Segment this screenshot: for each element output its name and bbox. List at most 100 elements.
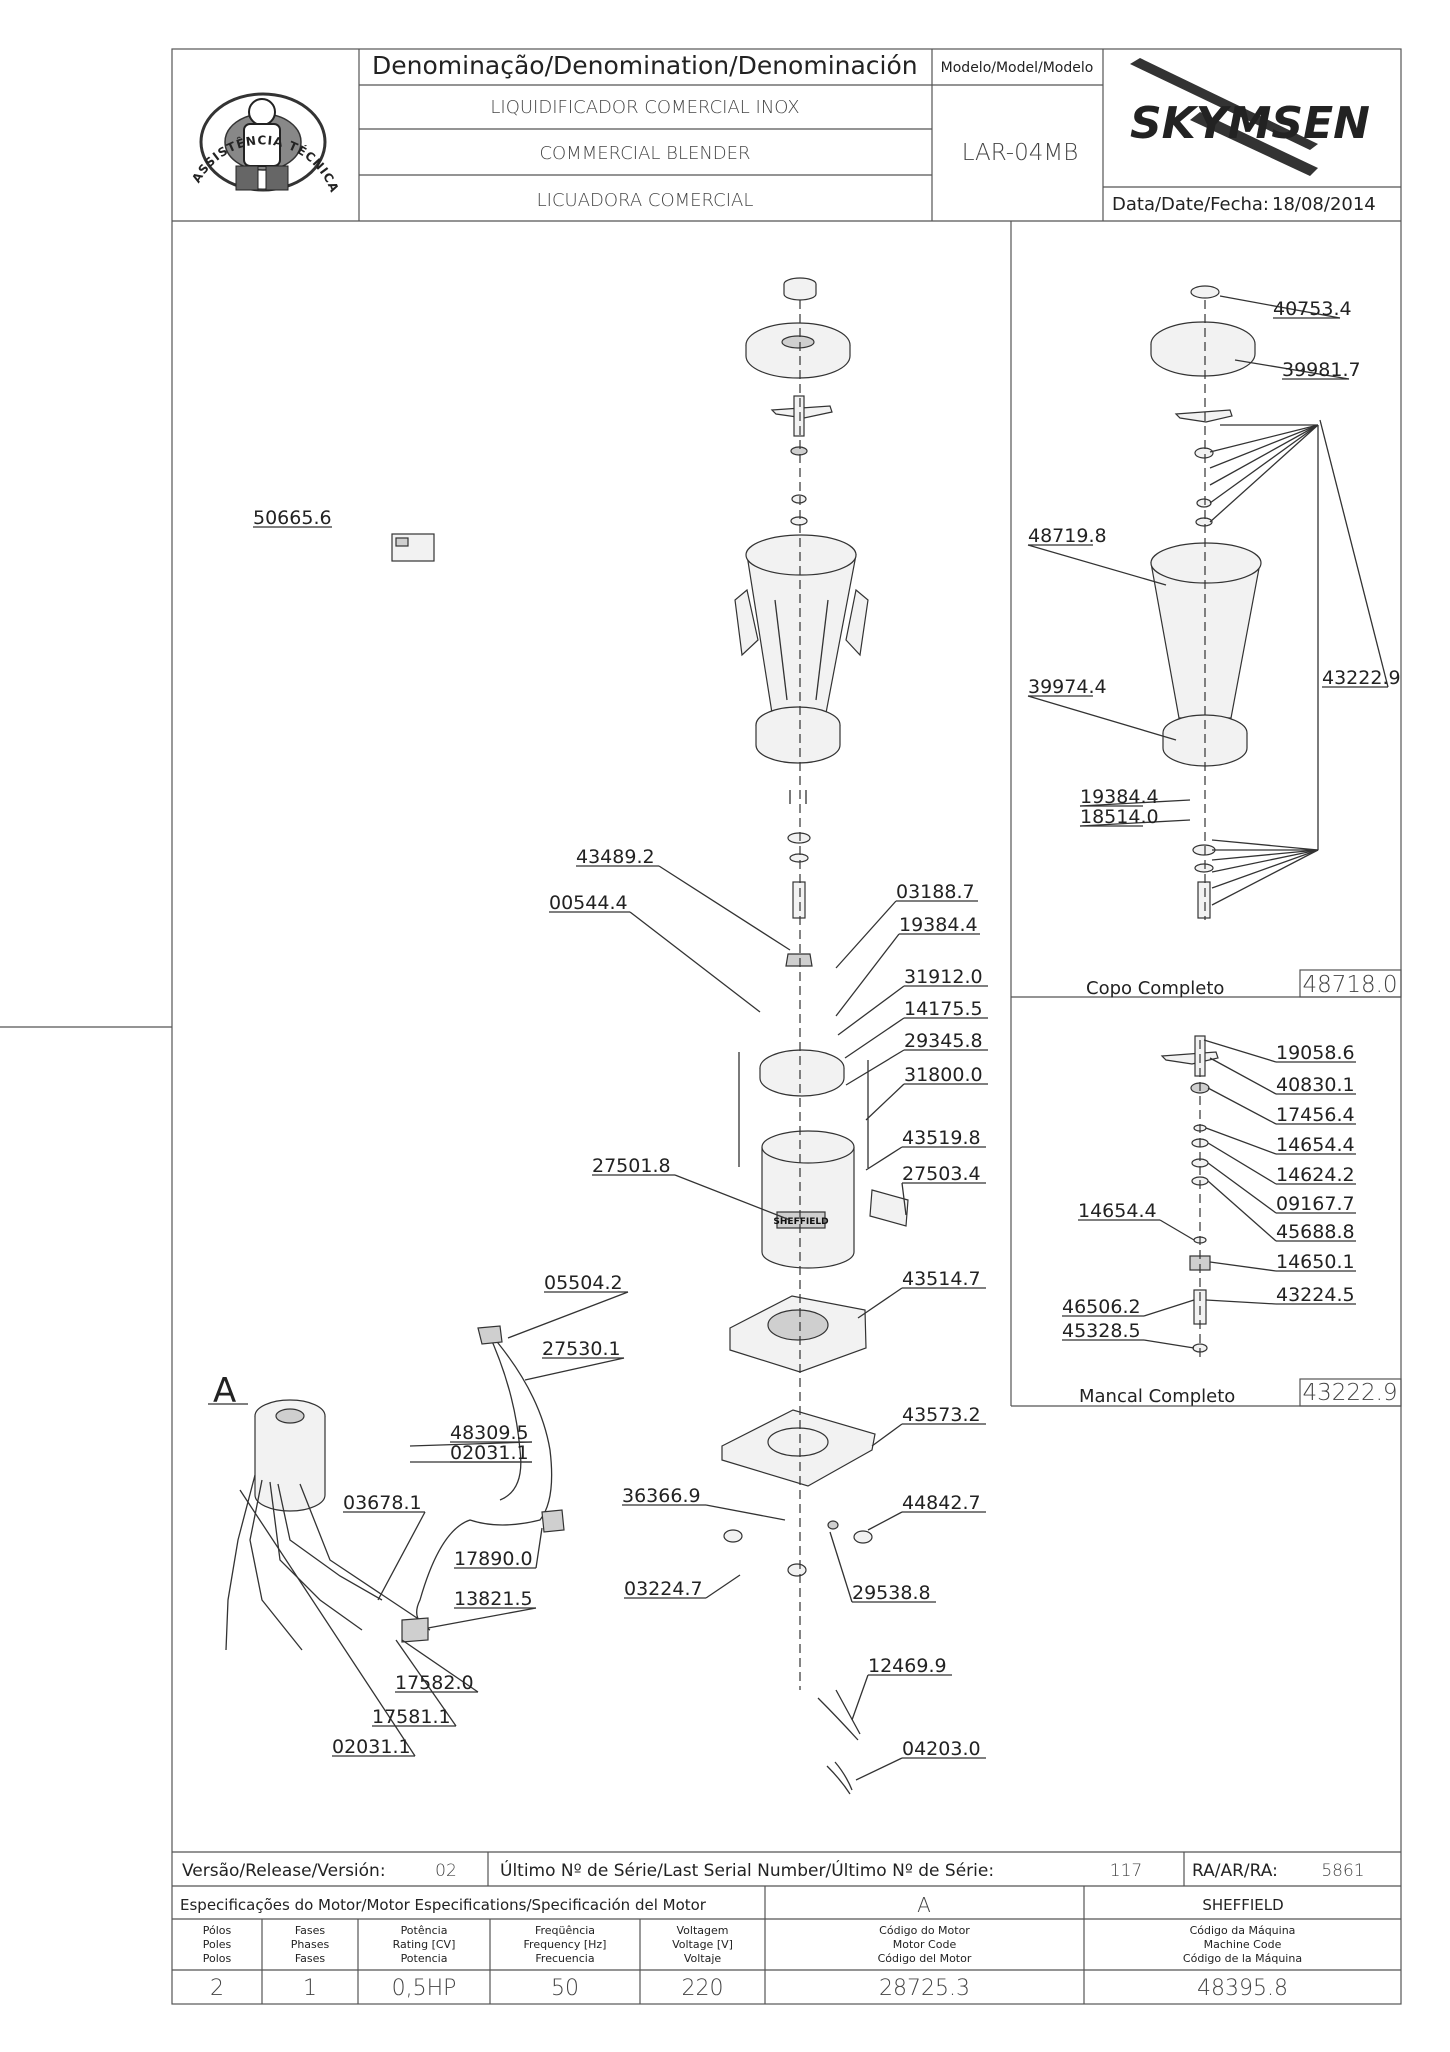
name-portuguese: LIQUIDIFICADOR COMERCIAL INOX <box>490 97 799 118</box>
mancal-part-label: 17456.4 <box>1276 1104 1355 1126</box>
mancal-panel-title: Mancal Completo <box>1079 1386 1235 1407</box>
base-plate <box>721 1409 876 1487</box>
part-label: 31912.0 <box>904 966 983 988</box>
part-label: 31800.0 <box>904 1064 983 1086</box>
serial-label: Último Nº de Série/Last Serial Number/Úl… <box>500 1859 994 1881</box>
leader-lines <box>239 295 1389 1781</box>
ra-value: 5861 <box>1321 1861 1364 1881</box>
part-label: 50665.6 <box>253 507 332 529</box>
spec-table-lines <box>172 1851 1401 2004</box>
switch-wires <box>817 1689 861 1795</box>
spec-column-header: Potência <box>401 1924 448 1937</box>
part-label: 29345.8 <box>904 1030 983 1052</box>
part-label: 17890.0 <box>454 1548 533 1570</box>
machine-name: SHEFFIELD <box>1202 1896 1283 1914</box>
spec-column-value: 28725.3 <box>879 1976 970 2001</box>
mancal-part-label: 46506.2 <box>1062 1296 1141 1318</box>
part-label: 12469.9 <box>868 1655 947 1677</box>
mancal-part-label: 14624.2 <box>1276 1164 1355 1186</box>
brand-logo: SKYMSEN <box>1130 58 1370 176</box>
copo-part-label: 39981.7 <box>1282 359 1361 381</box>
spec-column-value: 48395.8 <box>1197 1976 1288 2001</box>
mancal-part-label: 45688.8 <box>1276 1221 1355 1243</box>
spec-column-header: Fases <box>295 1952 326 1965</box>
spec-column-header: Código del Motor <box>878 1952 972 1965</box>
motor-base <box>729 1295 867 1373</box>
serial-value: 117 <box>1110 1861 1142 1881</box>
mancal-part-label: 09167.7 <box>1276 1193 1355 1215</box>
detail-a-letter: A <box>213 1371 236 1411</box>
brand-name: SKYMSEN <box>1130 98 1370 149</box>
model-label: Modelo/Model/Modelo <box>941 60 1094 76</box>
part-label: 43489.2 <box>576 846 655 868</box>
spec-column-header: Fases <box>295 1924 326 1937</box>
ra-label: RA/AR/RA: <box>1192 1861 1278 1881</box>
spec-column-value: 0,5HP <box>392 1976 457 2001</box>
part-label: 17581.1 <box>372 1706 451 1728</box>
copo-part-label: 19384.4 <box>1080 786 1159 808</box>
copo-panel-code: 48718.0 <box>1302 972 1397 998</box>
spec-table-text: Versão/Release/Versión: 02 Último Nº de … <box>180 1859 1365 1917</box>
date-value: 18/08/2014 <box>1272 194 1376 215</box>
model-value: LAR-04MB <box>962 140 1079 166</box>
spec-column-header: Phases <box>291 1938 330 1951</box>
spec-columns: PólosPolesPolos2FasesPhasesFases1Potênci… <box>203 1924 1302 2001</box>
spec-column-header: Código da Máquina <box>1190 1924 1296 1937</box>
feet <box>723 1520 873 1577</box>
part-label: 14175.5 <box>904 998 983 1020</box>
right-panels-frame <box>1010 221 1402 1407</box>
spec-column-header: Voltage [V] <box>672 1938 733 1951</box>
part-label: 03678.1 <box>343 1492 422 1514</box>
sheffield-sticker-text: SHEFFIELD <box>773 1217 828 1227</box>
part-label: 02031.1 <box>332 1736 411 1758</box>
mancal-part-label: 19058.6 <box>1276 1042 1355 1064</box>
mancal-part-label: 14650.1 <box>1276 1251 1355 1273</box>
copo-part-label: 48719.8 <box>1028 525 1107 547</box>
denomination-label: Denominação/Denomination/Denominación <box>372 51 918 80</box>
version-value: 02 <box>435 1861 457 1881</box>
mancal-panel-code: 43222.9 <box>1302 1380 1397 1406</box>
coupling <box>785 953 813 967</box>
jar <box>734 534 869 714</box>
blade <box>770 395 833 526</box>
version-label: Versão/Release/Versión: <box>182 1861 386 1881</box>
part-label: 48309.5 <box>450 1422 529 1444</box>
part-label: 02031.1 <box>450 1442 529 1464</box>
spec-column-header: Rating [CV] <box>393 1938 456 1951</box>
authorized-service-logo: ASSISTÊNCIA TÉCNICA AUTORIZADA <box>0 0 341 195</box>
part-label: 27503.4 <box>902 1163 981 1185</box>
copo-detail <box>1150 285 1262 920</box>
mancal-part-label: 14654.4 <box>1078 1200 1157 1222</box>
part-label: 13821.5 <box>454 1588 533 1610</box>
spec-column-value: 2 <box>210 1976 224 2001</box>
copo-part-label: 43222.9 <box>1322 667 1401 689</box>
copo-panel-title: Copo Completo <box>1086 978 1224 999</box>
motor-spec-value: A <box>917 1893 931 1917</box>
page-frame <box>0 48 1402 2005</box>
part-label: 19384.4 <box>899 914 978 936</box>
mancal-part-label: 40830.1 <box>1276 1074 1355 1096</box>
spec-column-header: Poles <box>203 1938 232 1951</box>
date-label: Data/Date/Fecha: <box>1112 194 1269 215</box>
jar-lid <box>745 277 851 379</box>
part-label: 27501.8 <box>592 1155 671 1177</box>
motor-cover-plate <box>759 1049 845 1097</box>
mancal-part-label: 43224.5 <box>1276 1284 1355 1306</box>
spec-column-header: Voltagem <box>677 1924 729 1937</box>
warning-label <box>391 533 435 562</box>
name-spanish: LICUADORA COMERCIAL <box>537 190 754 211</box>
copo-part-label: 40753.4 <box>1273 298 1352 320</box>
mancal-detail <box>1160 1035 1219 1360</box>
spec-column-value: 50 <box>551 1976 579 2001</box>
drawing: SHEFFIELD <box>225 277 1262 1795</box>
spec-column-header: Motor Code <box>893 1938 957 1951</box>
spec-column-header: Potencia <box>401 1952 448 1965</box>
copo-part-label: 39974.4 <box>1028 676 1107 698</box>
shaft-bearing <box>787 832 811 919</box>
part-label: 43573.2 <box>902 1404 981 1426</box>
copo-part-label: 18514.0 <box>1080 806 1159 828</box>
part-label: 29538.8 <box>852 1582 931 1604</box>
part-label: 04203.0 <box>902 1738 981 1760</box>
spec-column-value: 220 <box>682 1976 724 2001</box>
